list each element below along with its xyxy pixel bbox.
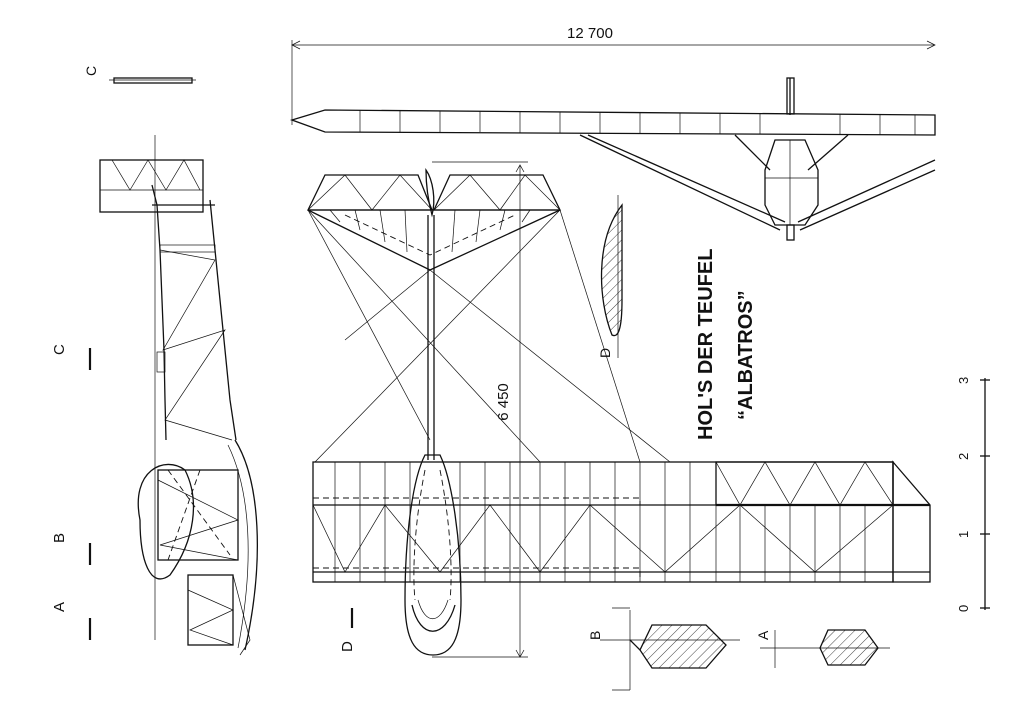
plan-view <box>306 161 931 658</box>
title-line-1: HOL'S DER TEUFEL <box>695 249 717 440</box>
airfoil-section-d <box>600 195 623 358</box>
section-label-d-plan: D <box>339 641 356 652</box>
fuselage-section-a <box>760 629 890 668</box>
section-label-a: A <box>51 602 68 612</box>
section-label-c-mid: C <box>51 344 68 355</box>
length-dimension-label: 6 450 <box>495 383 512 421</box>
span-dimension-label: 12 700 <box>567 25 613 42</box>
section-markers-left <box>88 77 196 640</box>
fuselage-section-b <box>600 607 740 691</box>
scale-tick-3: 3 <box>956 377 971 384</box>
scale-tick-0: 0 <box>956 605 971 612</box>
side-view <box>99 135 258 656</box>
section-label-d-airfoil: D <box>597 348 613 358</box>
section-label-a-bottom: A <box>755 630 771 640</box>
section-label-b-bottom: B <box>587 631 603 640</box>
scale-bar <box>980 378 990 610</box>
scale-tick-2: 2 <box>956 453 971 460</box>
title-line-2: “ALBATROS” <box>735 290 757 420</box>
front-view <box>289 40 936 241</box>
section-label-c-top: C <box>83 66 99 76</box>
scale-tick-1: 1 <box>956 531 971 538</box>
section-label-b: B <box>51 533 68 543</box>
